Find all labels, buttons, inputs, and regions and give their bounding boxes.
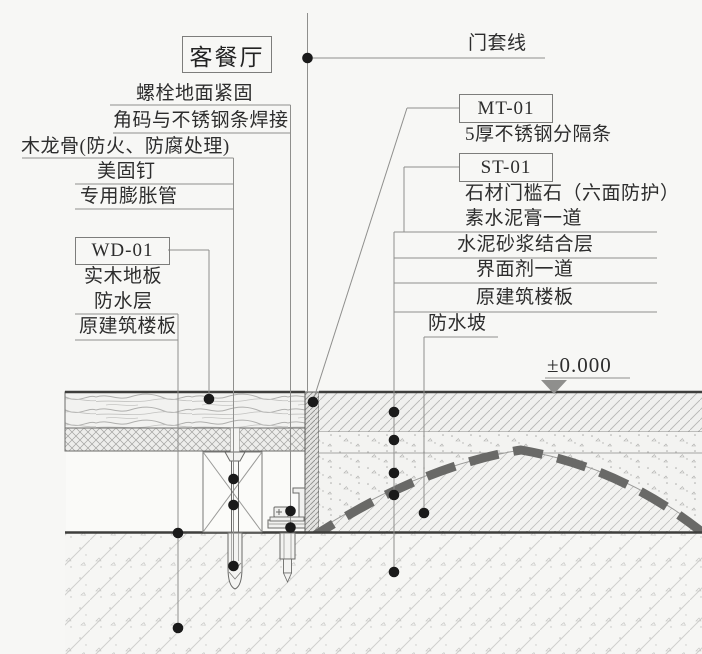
callout-wood-floor: 实木地板 bbox=[84, 266, 163, 287]
callout-waterproof: 防水层 bbox=[94, 291, 153, 312]
callout-steel-strip: 5厚不锈钢分隔条 bbox=[465, 124, 612, 145]
waterproof-slope-dashed-line bbox=[305, 445, 702, 544]
material-code-mt01: MT-01 bbox=[459, 94, 553, 123]
callout-bolt-fix: 螺栓地面紧固 bbox=[136, 83, 254, 104]
callout-expansion-tube: 专用膨胀管 bbox=[80, 186, 178, 207]
leader-dot bbox=[388, 434, 400, 446]
leader-dot bbox=[418, 507, 430, 519]
leader-dot bbox=[172, 622, 184, 634]
callout-slab-right: 原建筑楼板 bbox=[476, 287, 574, 308]
leader-dot bbox=[172, 527, 184, 539]
callout-mortar-bond: 水泥砂浆结合层 bbox=[457, 234, 594, 255]
callout-angle-weld: 角码与不锈钢条焊接 bbox=[113, 110, 289, 131]
callout-wood-joist: 木龙骨(防火、防腐处理) bbox=[21, 136, 230, 157]
leader-dot bbox=[388, 467, 400, 479]
leader-dot bbox=[285, 505, 296, 517]
callout-nail: 美固钉 bbox=[97, 161, 156, 182]
callout-stone-threshold: 石材门槛石（六面防护） bbox=[465, 183, 680, 204]
leader-lines bbox=[22, 13, 657, 628]
leader-dot bbox=[302, 52, 313, 64]
leader-dot bbox=[228, 560, 239, 572]
callout-interface-agent: 界面剂一道 bbox=[476, 259, 574, 280]
floor-cavity bbox=[66, 452, 304, 532]
leader-dot bbox=[228, 499, 239, 511]
waterproof-slope-mound bbox=[305, 445, 702, 544]
leader-dot bbox=[203, 393, 215, 405]
leader-dots bbox=[172, 52, 430, 634]
level-mark: ±0.000 bbox=[547, 353, 612, 377]
callout-door-casing: 门套线 bbox=[468, 33, 527, 54]
crosshatch-underlay-layer bbox=[64, 427, 306, 452]
wood-floor-layer bbox=[64, 390, 306, 429]
material-code-st01: ST-01 bbox=[459, 153, 553, 182]
callout-slab-left: 原建筑楼板 bbox=[79, 316, 177, 337]
leader-dot bbox=[307, 396, 319, 408]
wood-joist-blocking bbox=[202, 451, 263, 533]
material-code-wd01: WD-01 bbox=[75, 237, 170, 265]
callout-cement-paste: 素水泥膏一道 bbox=[465, 208, 583, 229]
angle-bracket bbox=[267, 487, 306, 529]
leader-dot bbox=[228, 473, 239, 485]
room-label: 客餐厅 bbox=[182, 36, 272, 73]
stainless-divider-strip bbox=[304, 391, 320, 533]
stone-threshold-layer bbox=[319, 390, 702, 433]
callout-waterproof-slope: 防水坡 bbox=[428, 313, 487, 334]
leader-dot bbox=[388, 406, 400, 418]
leader-dot bbox=[388, 489, 400, 501]
leader-dot bbox=[285, 522, 296, 533]
leader-dot bbox=[388, 566, 400, 578]
original-slab-concrete bbox=[65, 531, 702, 654]
level-datum-triangle bbox=[541, 380, 567, 394]
